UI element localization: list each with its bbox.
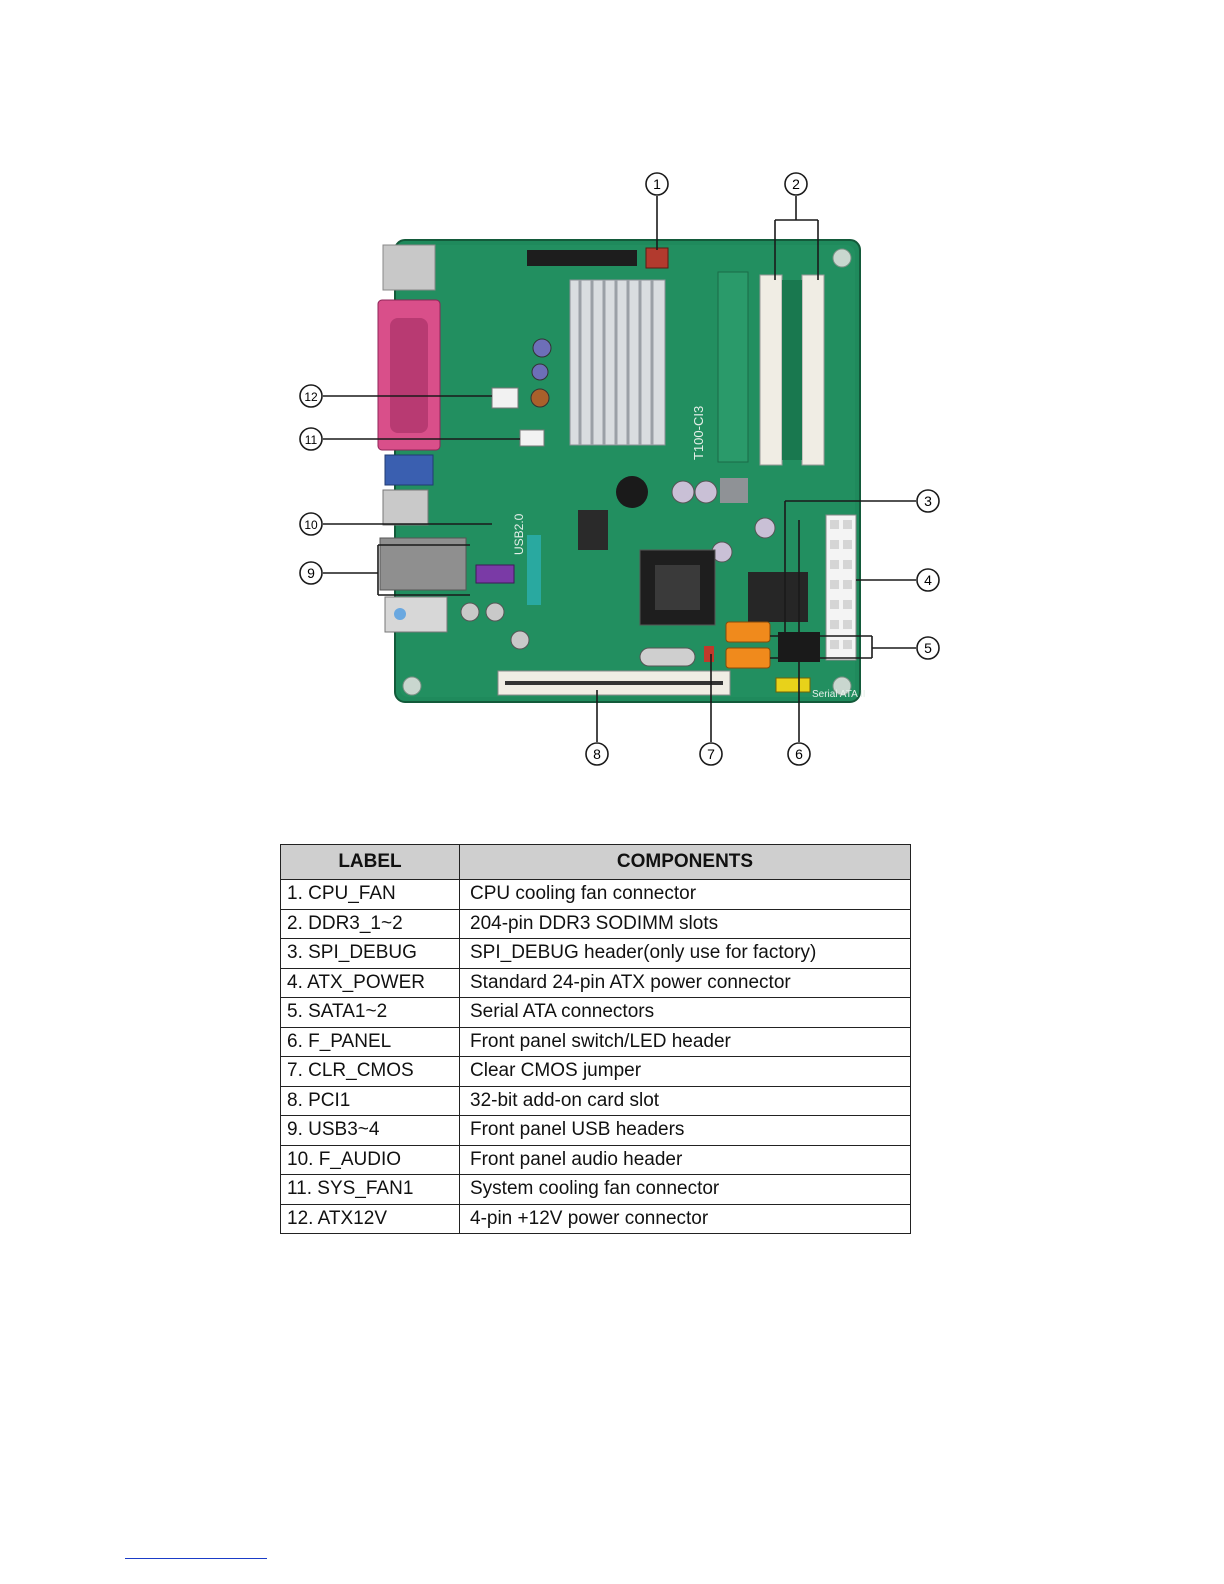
vga-port — [384, 454, 434, 486]
row-label: 9. USB3~4 — [280, 1115, 460, 1146]
sata-connector-1 — [725, 621, 771, 643]
header-components: COMPONENTS — [459, 844, 911, 880]
motherboard-diagram: T100-CI3 USB2.0 — [299, 172, 940, 766]
rear-usb-lan-stack — [382, 244, 436, 291]
row-component: Serial ATA connectors — [459, 997, 911, 1028]
ddr3-slot-1 — [759, 274, 783, 466]
usb-silkscreen-text: USB2.0 — [512, 513, 526, 555]
header-label: LABEL — [280, 844, 460, 880]
cpu-fan-connector — [645, 247, 669, 269]
row-label: 1. CPU_FAN — [280, 879, 460, 910]
callout-8-number: 8 — [593, 746, 601, 762]
row-component: Front panel USB headers — [459, 1115, 911, 1146]
chipset-heatsink — [569, 279, 666, 446]
row-label: 5. SATA1~2 — [280, 997, 460, 1028]
callout-8: 8 — [585, 742, 609, 766]
front-usb-header — [475, 564, 515, 584]
row-label: 10. F_AUDIO — [280, 1144, 460, 1175]
callout-5-number: 5 — [924, 640, 932, 656]
row-label: 11. SYS_FAN1 — [280, 1174, 460, 1205]
rear-usb-port — [382, 489, 429, 526]
row-component: Clear CMOS jumper — [459, 1056, 911, 1087]
row-label: 12. ATX12V — [280, 1203, 460, 1234]
callout-1-number: 1 — [653, 176, 661, 192]
callout-2: 2 — [784, 172, 808, 196]
ddr3-slot-2 — [801, 274, 825, 466]
row-component: 4-pin +12V power connector — [459, 1203, 911, 1234]
f-panel-header — [775, 677, 811, 693]
callout-5: 5 — [916, 636, 940, 660]
clr-cmos-jumper — [704, 646, 714, 662]
row-component: SPI_DEBUG header(only use for factory) — [459, 938, 911, 969]
callout-2-number: 2 — [792, 176, 800, 192]
callout-circles: 1 2 3 4 5 6 7 8 — [299, 172, 940, 766]
row-label: 3. SPI_DEBUG — [280, 938, 460, 969]
sys-fan-connector — [519, 429, 545, 447]
cmos-battery-holder — [639, 647, 696, 667]
board-model-text: T100-CI3 — [691, 406, 706, 460]
callout-9-number: 9 — [307, 565, 315, 581]
callout-3: 3 — [916, 489, 940, 513]
row-component: 32-bit add-on card slot — [459, 1085, 911, 1116]
callout-6: 6 — [787, 742, 811, 766]
lan-port — [379, 537, 467, 591]
io-chip — [748, 572, 808, 622]
callout-4-number: 4 — [924, 572, 932, 588]
row-component: CPU cooling fan connector — [459, 879, 911, 910]
callout-6-number: 6 — [795, 746, 803, 762]
row-label: 6. F_PANEL — [280, 1026, 460, 1057]
callout-3-number: 3 — [924, 493, 932, 509]
row-label: 2. DDR3_1~2 — [280, 908, 460, 939]
row-component: Standard 24-pin ATX power connector — [459, 967, 911, 998]
sata-silkscreen-text: Serial ATA II — [812, 689, 866, 700]
bios-chip — [578, 510, 608, 550]
sata-connector-2 — [725, 647, 771, 669]
callout-9: 9 — [299, 561, 323, 585]
motherboard-photo: T100-CI3 USB2.0 — [377, 239, 866, 703]
table-header-row: LABEL COMPONENTS — [280, 844, 911, 880]
callout-layer — [323, 196, 916, 742]
footnote-separator-line — [125, 1558, 267, 1559]
callout-7: 7 — [699, 742, 723, 766]
callout-1: 1 — [645, 172, 669, 196]
audio-jacks — [384, 596, 448, 633]
callout-7-number: 7 — [707, 746, 715, 762]
row-label: 8. PCI1 — [280, 1085, 460, 1116]
callout-12-number: 12 — [304, 390, 318, 404]
callout-12: 12 — [299, 384, 323, 408]
row-label: 7. CLR_CMOS — [280, 1056, 460, 1087]
row-label: 4. ATX_POWER — [280, 967, 460, 998]
callout-10: 10 — [299, 512, 323, 536]
callout-11: 11 — [299, 427, 323, 451]
callout-11-number: 11 — [305, 433, 318, 447]
atx12v-connector — [491, 387, 519, 409]
row-component: 204-pin DDR3 SODIMM slots — [459, 908, 911, 939]
callout-4: 4 — [916, 568, 940, 592]
row-component: System cooling fan connector — [459, 1174, 911, 1205]
callout-10-number: 10 — [304, 518, 318, 532]
row-component: Front panel switch/LED header — [459, 1026, 911, 1057]
row-component: Front panel audio header — [459, 1144, 911, 1175]
